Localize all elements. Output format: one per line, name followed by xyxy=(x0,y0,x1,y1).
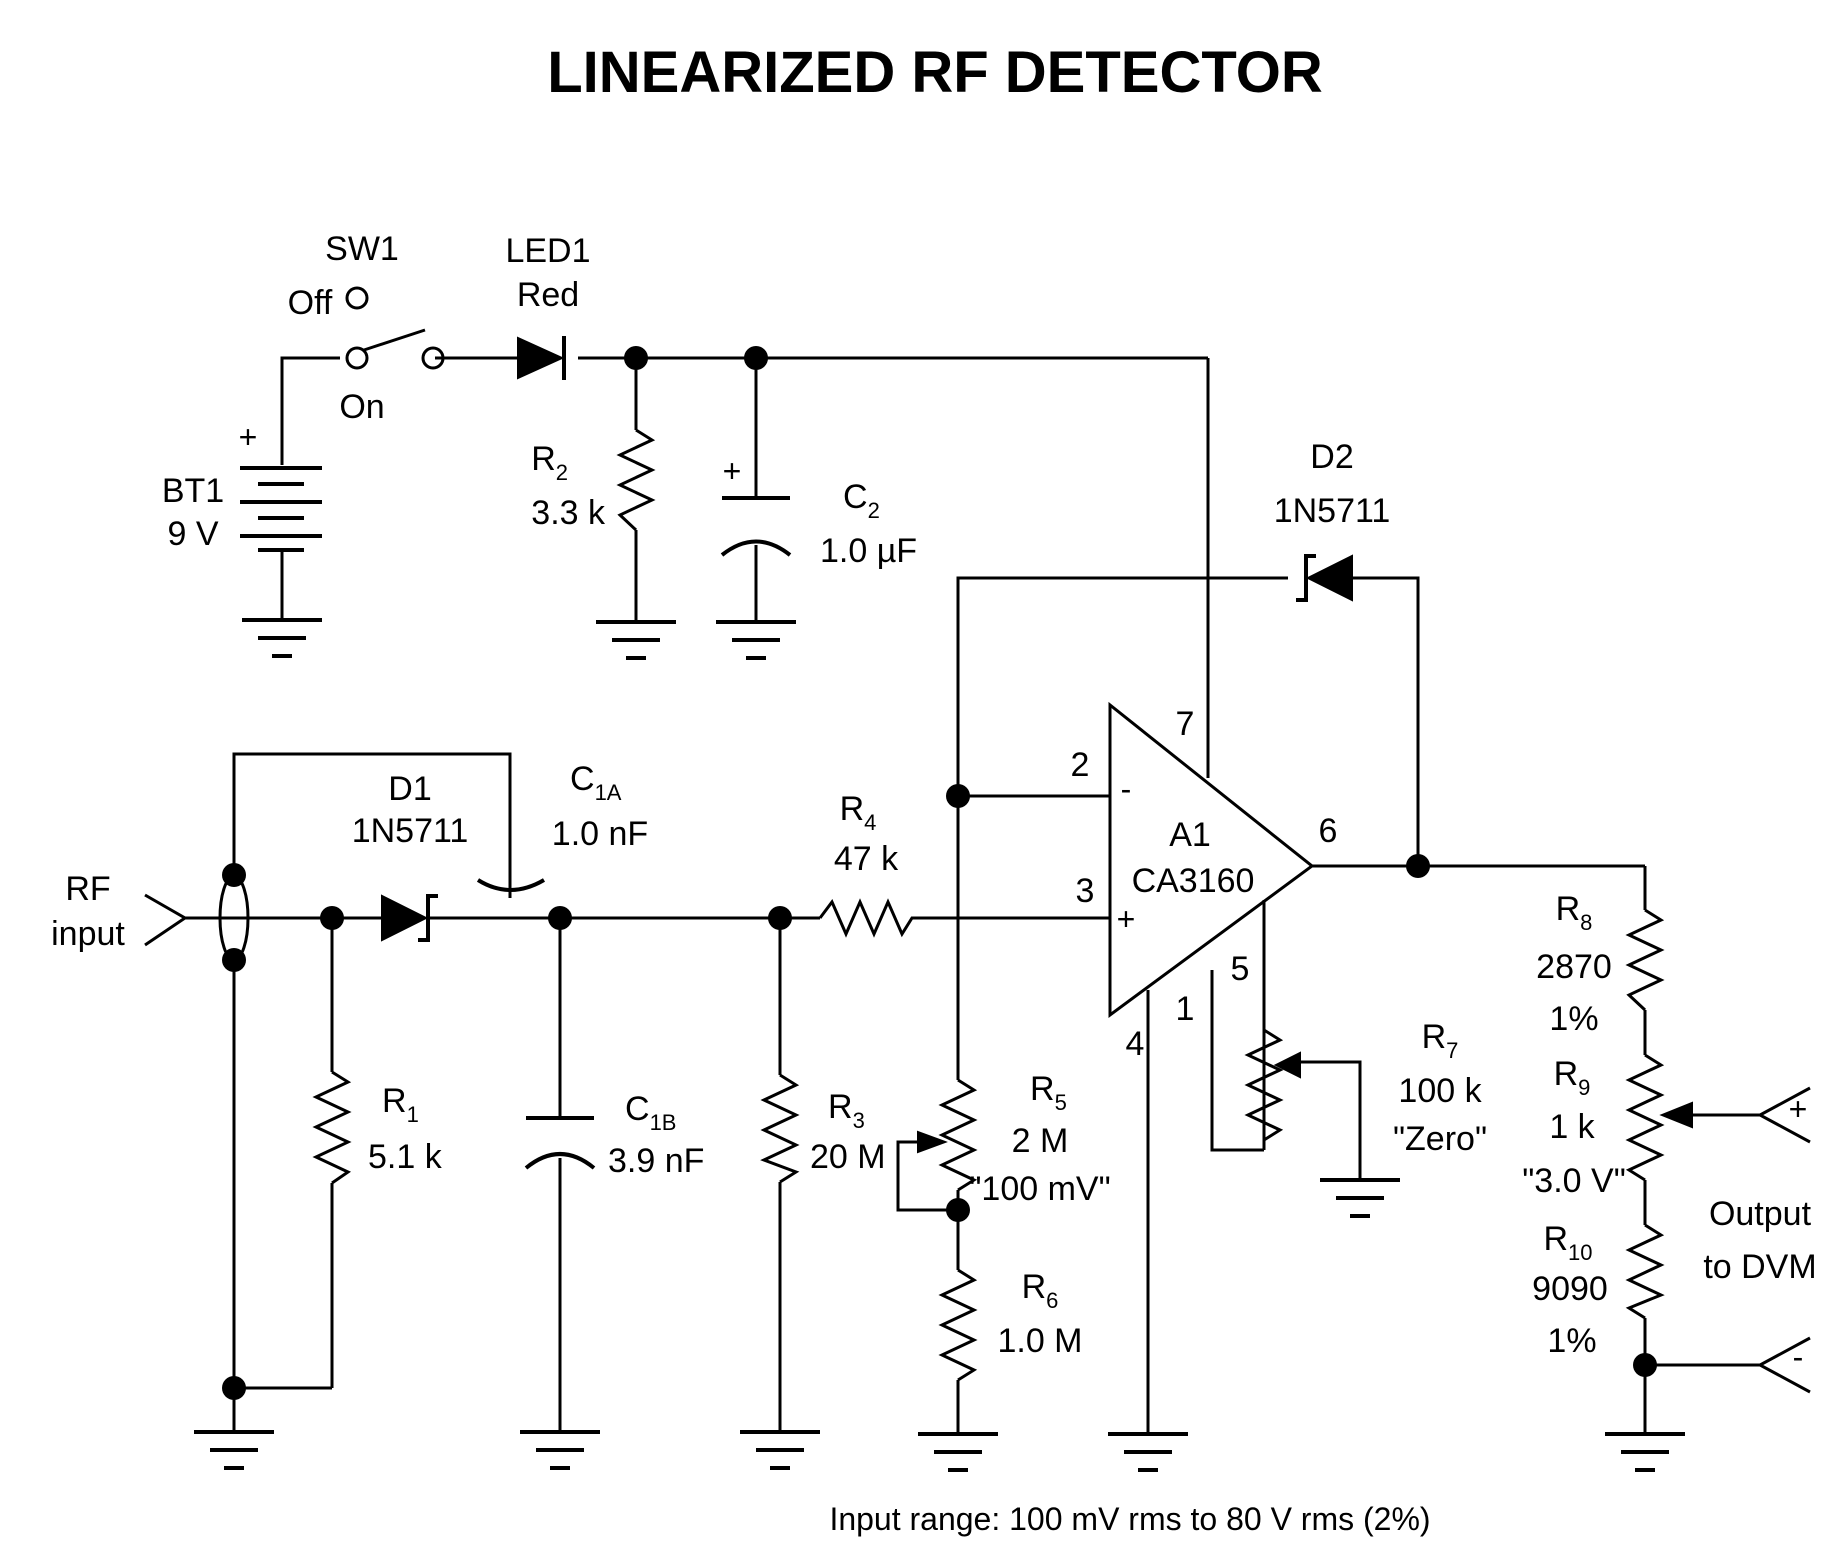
r3-ref-label: R3 xyxy=(828,1088,865,1133)
r4-ref-label: R4 xyxy=(840,790,877,835)
resistor-r6 xyxy=(938,1268,978,1382)
output-label-line1: Output xyxy=(1709,1195,1812,1233)
r8-value-label: 2870 xyxy=(1536,948,1612,986)
diode-d2 xyxy=(1296,554,1353,602)
led1-ref-label: LED1 xyxy=(505,232,590,270)
rf-input-label-line1: RF xyxy=(65,870,110,908)
r6-ref-label: R6 xyxy=(1022,1268,1059,1313)
resistor-r8 xyxy=(1625,908,1665,1012)
r7-note-label: "Zero" xyxy=(1393,1120,1487,1158)
resistor-r4 xyxy=(818,898,920,938)
led1 xyxy=(517,336,566,380)
ground-symbols-signal xyxy=(194,1178,1685,1472)
c1a-value-label: 1.0 nF xyxy=(552,815,648,853)
r6-value-label: 1.0 M xyxy=(997,1322,1082,1360)
r1-value-label: 5.1 k xyxy=(368,1138,443,1176)
r7-value-label: 100 k xyxy=(1398,1072,1482,1110)
a1-value-label: CA3160 xyxy=(1132,862,1255,900)
c1b-value-label: 3.9 nF xyxy=(608,1142,704,1180)
r5-note-label: "100 mV" xyxy=(969,1170,1110,1208)
signal-wires xyxy=(144,576,1811,1432)
pin-5-label: 5 xyxy=(1231,950,1250,988)
r9-value-label: 1 k xyxy=(1549,1108,1595,1146)
bt1-ref-label: BT1 xyxy=(162,472,224,510)
r4-value-label: 47 k xyxy=(834,840,899,878)
r10-ref-label: R10 xyxy=(1543,1220,1592,1265)
pin-2-label: 2 xyxy=(1071,746,1090,784)
output-minus-label: - xyxy=(1793,1339,1804,1375)
r2-ref-label: R2 xyxy=(531,440,568,485)
c2-value-label: 1.0 µF xyxy=(820,532,917,570)
d2-ref-label: D2 xyxy=(1310,438,1353,476)
bt1-plus-label: + xyxy=(239,419,258,455)
resistor-r3 xyxy=(760,1073,800,1184)
potentiometer-r5 xyxy=(905,1078,978,1192)
diode-d1 xyxy=(381,894,438,942)
diagram-title: LINEARIZED RF DETECTOR xyxy=(547,40,1323,105)
r7-ref-label: R7 xyxy=(1422,1018,1459,1063)
resistor-r1 xyxy=(312,1070,352,1185)
a1-plus-label: + xyxy=(1117,901,1136,937)
r3-value-label: 20 M xyxy=(810,1138,886,1176)
pin-6-label: 6 xyxy=(1319,812,1338,850)
capacitor-c2 xyxy=(720,496,792,557)
input-range-note: Input range: 100 mV rms to 80 V rms (2%) xyxy=(829,1501,1430,1537)
battery-bt1 xyxy=(240,466,322,552)
potentiometer-r7 xyxy=(1244,1028,1301,1142)
ground-symbols-power xyxy=(242,618,796,660)
a1-minus-label: - xyxy=(1121,771,1132,807)
r10-value-label: 9090 xyxy=(1532,1270,1608,1308)
r2-value-label: 3.3 k xyxy=(531,494,606,532)
a1-ref-label: A1 xyxy=(1169,816,1211,854)
d1-ref-label: D1 xyxy=(388,770,431,808)
c2-plus-label: + xyxy=(723,453,742,489)
pin-1-label: 1 xyxy=(1176,990,1195,1028)
led1-value-label: Red xyxy=(517,276,579,314)
pin-7-label: 7 xyxy=(1176,705,1195,743)
r8-tol-label: 1% xyxy=(1549,1000,1598,1038)
switch-sw1 xyxy=(345,286,445,370)
pin-4-label: 4 xyxy=(1126,1025,1145,1063)
sw1-on-label: On xyxy=(339,388,384,426)
capacitor-c1a xyxy=(476,878,546,892)
output-label-line2: to DVM xyxy=(1703,1248,1816,1286)
opamp-a1 xyxy=(1108,701,1315,1018)
r9-ref-label: R9 xyxy=(1554,1055,1591,1100)
c2-ref-label: C2 xyxy=(843,478,880,523)
sw1-off-label: Off xyxy=(288,284,333,322)
potentiometer-r9 xyxy=(1625,1053,1693,1182)
d1-value-label: 1N5711 xyxy=(352,812,469,850)
c1b-ref-label: C1B xyxy=(625,1090,676,1135)
r1-ref-label: R1 xyxy=(382,1082,419,1127)
r5-ref-label: R5 xyxy=(1030,1070,1067,1115)
r9-note-label: "3.0 V" xyxy=(1522,1162,1626,1200)
r5-value-label: 2 M xyxy=(1012,1122,1069,1160)
r10-tol-label: 1% xyxy=(1547,1322,1596,1360)
junction-dots-signal xyxy=(222,784,1657,1400)
resistor-r2 xyxy=(616,428,656,532)
bt1-value-label: 9 V xyxy=(167,515,218,553)
d2-value-label: 1N5711 xyxy=(1274,492,1391,530)
junction-dots-power xyxy=(624,346,768,370)
sw1-ref-label: SW1 xyxy=(325,230,399,268)
resistor-r10 xyxy=(1625,1223,1665,1320)
r8-ref-label: R8 xyxy=(1556,890,1593,935)
capacitor-c1b xyxy=(524,1116,596,1170)
output-plus-label: + xyxy=(1789,1091,1808,1127)
power-wires xyxy=(280,356,1210,778)
c1a-ref-label: C1A xyxy=(570,760,622,805)
pin-3-label: 3 xyxy=(1076,872,1095,910)
rf-input-label-line2: input xyxy=(51,915,125,953)
